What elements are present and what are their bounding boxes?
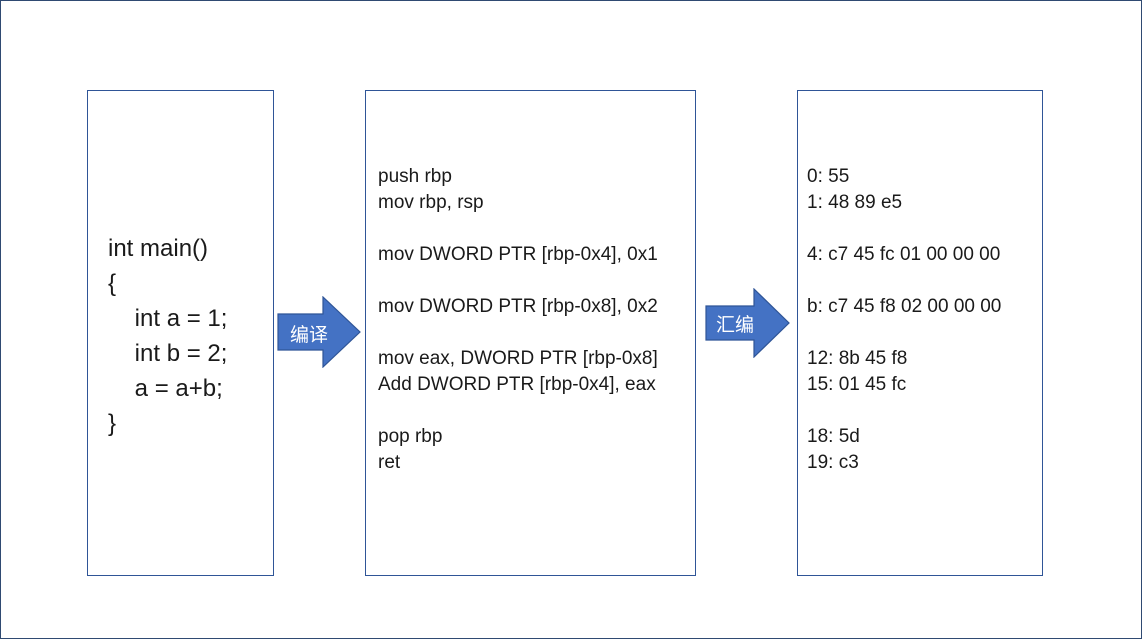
machine-code-line: 18: 5d — [807, 426, 860, 447]
source-line: int b = 2; — [108, 340, 228, 367]
source-line: a = a+b; — [108, 375, 223, 402]
machine-code-line: b: c7 45 f8 02 00 00 00 — [807, 296, 1002, 317]
assembly-line — [378, 268, 658, 294]
assembly-line: mov eax, DWORD PTR [rbp-0x8] — [378, 348, 658, 369]
machine-code-line: 1: 48 89 e5 — [807, 192, 903, 213]
source-code-box: int main() { int a = 1; int b = 2; a = a… — [87, 90, 274, 576]
assembly-lines: push rbp mov rbp, rsp mov DWORD PTR [rbp… — [378, 164, 658, 476]
assemble-label: 汇编 — [716, 314, 755, 336]
assembly-line: push rbp — [378, 166, 452, 187]
machine-code-line: 19: c3 — [807, 452, 859, 473]
source-line: } — [108, 410, 117, 437]
source-line: int a = 1; — [108, 305, 228, 332]
assembly-line: pop rbp — [378, 426, 443, 447]
machine-code-line: 12: 8b 45 f8 — [807, 348, 908, 369]
assemble-arrow: 汇编 — [705, 288, 790, 358]
compile-arrow: 编译 — [277, 296, 361, 368]
assembly-line — [378, 320, 658, 346]
right-arrow-icon — [705, 288, 790, 358]
right-arrow-icon — [277, 296, 361, 368]
machine-code-line — [807, 216, 1001, 242]
compile-label: 编译 — [290, 324, 329, 346]
machine-code-line — [807, 320, 1001, 346]
assembly-code-box: push rbp mov rbp, rsp mov DWORD PTR [rbp… — [365, 90, 696, 576]
assembly-line: mov DWORD PTR [rbp-0x8], 0x2 — [378, 296, 658, 317]
machine-code-line — [807, 398, 1001, 424]
assembly-line: ret — [378, 452, 401, 473]
assembly-line — [378, 398, 658, 424]
assembly-line: Add DWORD PTR [rbp-0x4], eax — [378, 374, 656, 395]
source-line: { — [108, 270, 117, 297]
assembly-line — [378, 216, 658, 242]
source-code-lines: int main() { int a = 1; int b = 2; a = a… — [108, 231, 227, 441]
assembly-line: mov rbp, rsp — [378, 192, 484, 213]
machine-code-line — [807, 268, 1001, 294]
machine-code-line: 4: c7 45 fc 01 00 00 00 — [807, 244, 1001, 265]
assembly-line: mov DWORD PTR [rbp-0x4], 0x1 — [378, 244, 658, 265]
machine-code-box: 0: 55 1: 48 89 e5 4: c7 45 fc 01 00 00 0… — [797, 90, 1043, 576]
machine-code-line: 0: 55 — [807, 166, 850, 187]
source-line: int main() — [108, 235, 209, 262]
machine-code-lines: 0: 55 1: 48 89 e5 4: c7 45 fc 01 00 00 0… — [807, 164, 1001, 476]
machine-code-line: 15: 01 45 fc — [807, 374, 907, 395]
